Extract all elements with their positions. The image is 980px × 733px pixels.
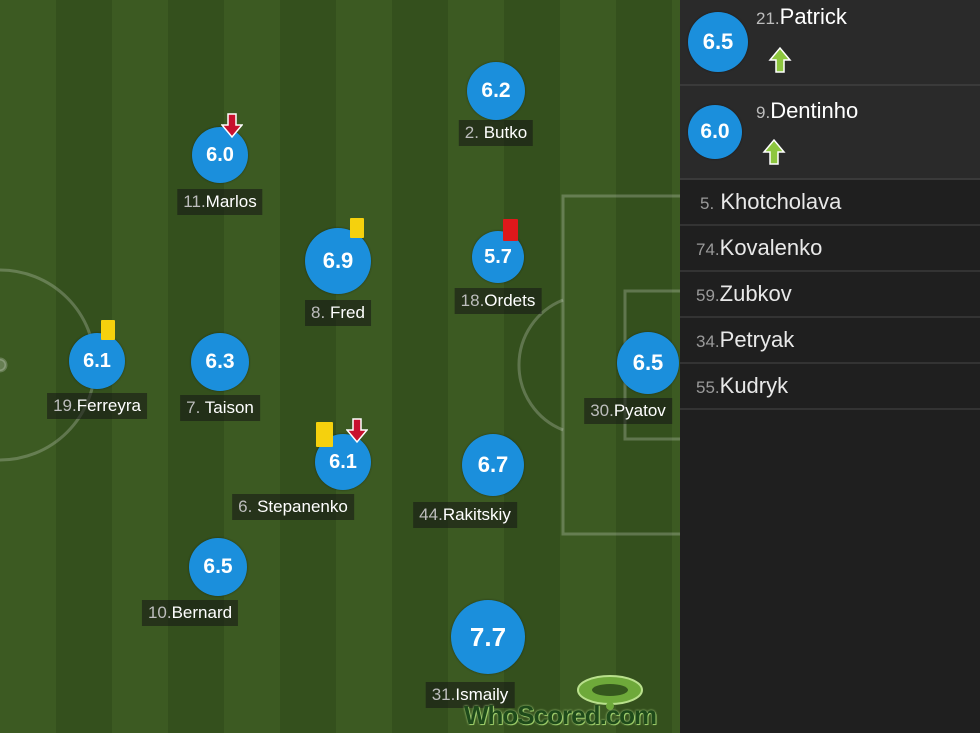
player-label: 2. Butko bbox=[458, 120, 534, 146]
player-rating: 6.3 bbox=[191, 333, 249, 391]
question-mark-logo-icon bbox=[577, 675, 643, 710]
substitutes-panel: 6.5 21.Patrick 6.0 9.Dentinho 5. Khotcho… bbox=[680, 0, 980, 733]
player-label: 6. Stepanenko bbox=[232, 494, 354, 520]
bench-row[interactable]: 34.Petryak bbox=[680, 318, 980, 364]
subbed-off-arrow-icon bbox=[221, 113, 243, 139]
player-number: 8. bbox=[311, 303, 326, 322]
player-rating: 6.9 bbox=[305, 228, 371, 294]
whoscored-logo: WhoScored.com bbox=[458, 672, 678, 732]
player-name: Rakitskiy bbox=[442, 505, 511, 524]
player-label: 8. Fred bbox=[305, 300, 371, 326]
player-number: 18. bbox=[460, 291, 485, 310]
player-label: 11.Marlos bbox=[177, 189, 263, 215]
player-name: Marlos bbox=[205, 192, 257, 211]
player-name: Taison bbox=[204, 398, 254, 417]
player-rating: 6.5 bbox=[189, 538, 247, 596]
player-rating: 6.1 bbox=[69, 333, 125, 389]
player-label: 7. Taison bbox=[180, 395, 260, 421]
substitute-row[interactable]: 6.0 9.Dentinho bbox=[680, 86, 980, 180]
player-name: Zubkov bbox=[719, 281, 792, 306]
player-number: 6. bbox=[238, 497, 253, 516]
player-number: 59. bbox=[696, 286, 720, 305]
player-name: Butko bbox=[483, 123, 528, 142]
pitch: 6.2 2. Butko 6.0 11.Marlos 6.9 8. Fred 5… bbox=[0, 0, 680, 733]
player-rating: 6.0 bbox=[688, 105, 742, 159]
player-name: Dentinho bbox=[770, 98, 859, 123]
yellow-card-icon bbox=[316, 422, 333, 447]
player-rating: 7.7 bbox=[451, 600, 525, 674]
player-number: 19. bbox=[53, 396, 77, 415]
player-rating: 6.5 bbox=[688, 12, 748, 72]
player-label: 18.Ordets bbox=[454, 288, 542, 314]
yellow-card-icon bbox=[350, 218, 364, 238]
subbed-off-arrow-icon bbox=[346, 418, 368, 444]
player-label: 44.Rakitskiy bbox=[413, 502, 517, 528]
red-card-icon bbox=[503, 219, 518, 241]
yellow-card-icon bbox=[101, 320, 115, 340]
player-name: Ismaily bbox=[455, 685, 509, 704]
substitute-row[interactable]: 6.5 21.Patrick bbox=[680, 0, 980, 86]
player-name: Khotcholava bbox=[720, 189, 842, 214]
player-name: Kovalenko bbox=[719, 235, 823, 260]
player-label: 9.Dentinho bbox=[756, 98, 858, 124]
bench-row[interactable]: 5. Khotcholava bbox=[680, 180, 980, 226]
player-name: Ordets bbox=[484, 291, 536, 310]
player-number: 74. bbox=[696, 240, 720, 259]
bench-row[interactable]: 74.Kovalenko bbox=[680, 226, 980, 272]
player-label: 30.Pyatov bbox=[584, 398, 672, 424]
player-name: Bernard bbox=[171, 603, 233, 622]
player-number: 30. bbox=[590, 401, 614, 420]
bench-row[interactable]: 55.Kudryk bbox=[680, 364, 980, 410]
player-label: 19.Ferreyra bbox=[47, 393, 147, 419]
player-label: 31.Ismaily bbox=[425, 682, 515, 708]
player-number: 31. bbox=[431, 685, 456, 704]
player-number: 5. bbox=[700, 194, 715, 213]
player-number: 2. bbox=[464, 123, 479, 142]
logo-text: WhoScored.com bbox=[464, 700, 657, 730]
player-name: Petryak bbox=[719, 327, 795, 352]
player-name: Pyatov bbox=[613, 401, 666, 420]
player-name: Fred bbox=[329, 303, 365, 322]
player-label: 10.Bernard bbox=[141, 600, 239, 626]
player-number: 9. bbox=[756, 103, 771, 122]
bench-row[interactable]: 59.Zubkov bbox=[680, 272, 980, 318]
player-name: Kudryk bbox=[719, 373, 789, 398]
player-number: 21. bbox=[756, 9, 780, 28]
sub-in-arrow-icon bbox=[762, 138, 786, 165]
player-rating: 6.0 bbox=[192, 127, 248, 183]
player-number: 11. bbox=[183, 192, 206, 211]
sub-in-arrow-icon bbox=[768, 46, 792, 73]
player-number: 34. bbox=[696, 332, 720, 351]
player-number: 55. bbox=[696, 378, 720, 397]
player-name: Patrick bbox=[779, 4, 847, 29]
player-rating: 6.7 bbox=[462, 434, 524, 496]
player-name: Ferreyra bbox=[76, 396, 141, 415]
player-label: 21.Patrick bbox=[756, 4, 847, 30]
player-number: 44. bbox=[419, 505, 443, 524]
player-number: 7. bbox=[186, 398, 201, 417]
player-rating: 6.5 bbox=[617, 332, 679, 394]
player-rating: 6.2 bbox=[467, 62, 525, 120]
player-name: Stepanenko bbox=[257, 497, 348, 516]
player-number: 10. bbox=[147, 603, 172, 622]
